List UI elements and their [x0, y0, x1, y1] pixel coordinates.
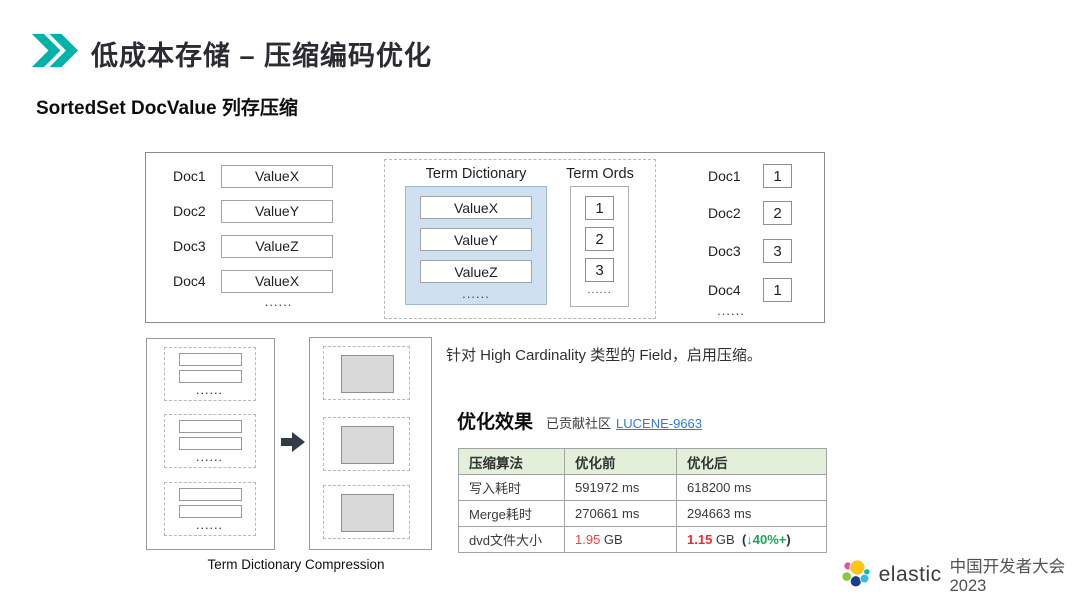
term-ords-panel: 1 2 3 ...... [570, 186, 629, 307]
compressed-rect [341, 494, 394, 532]
compressed-block [323, 417, 410, 471]
table-row: 写入耗时 591972 ms 618200 ms [458, 474, 827, 501]
doc-label: Doc3 [708, 243, 741, 259]
before-cell: 591972 ms [564, 474, 677, 501]
ellipsis-dots: ...... [587, 284, 612, 296]
doc-value-row: Doc1 ValueX [173, 164, 333, 188]
compressed-panel [309, 337, 432, 550]
value-box: ValueZ [221, 234, 333, 258]
doc-label: Doc1 [708, 168, 741, 184]
ellipsis-dots: ...... [264, 294, 293, 309]
metric-cell: 写入耗时 [458, 474, 565, 501]
ellipsis-dots: ...... [196, 453, 224, 463]
right-arrow-icon [281, 432, 305, 452]
doc-label: Doc4 [173, 273, 206, 289]
ellipsis-dots: ...... [196, 521, 224, 531]
dictionary-block: ...... [164, 414, 256, 468]
term-rect [179, 420, 242, 433]
term-rect [179, 488, 242, 501]
dictionary-value-box: ValueX [420, 196, 532, 219]
double-chevron-icon [31, 33, 78, 68]
delta-paren-open: ( [734, 532, 747, 547]
dictionary-value-box: ValueZ [420, 260, 532, 283]
metric-cell: dvd文件大小 [458, 526, 565, 553]
term-dictionary-panel: ValueX ValueY ValueZ ...... [405, 186, 547, 305]
value-box: ValueX [221, 164, 333, 188]
doc-ord-row: Doc2 2 [708, 201, 792, 225]
table-row: dvd文件大小 1.95 GB 1.15 GB (↓40%+) [458, 526, 827, 553]
after-size-unit: GB [712, 532, 735, 547]
doc-value-row: Doc2 ValueY [173, 199, 333, 223]
term-rect [179, 437, 242, 450]
ord-box: 2 [585, 227, 614, 251]
term-dictionary-container: Term Dictionary Term Ords ValueX ValueY … [384, 159, 656, 319]
dictionary-block: ...... [164, 347, 256, 401]
section-subtitle: SortedSet DocValue 列存压缩 [36, 98, 298, 119]
ord-box: 1 [585, 196, 614, 220]
value-box: ValueX [221, 269, 333, 293]
doc-label: Doc2 [173, 203, 206, 219]
doc-ord-row: Doc1 1 [708, 164, 792, 188]
compressed-block [323, 346, 410, 400]
term-dictionary-label: Term Dictionary [425, 166, 527, 182]
header-before: 优化前 [564, 448, 677, 475]
after-cell: 618200 ms [676, 474, 827, 501]
doc-ord-row: Doc4 1 [708, 278, 792, 302]
delta-paren-close: ) [786, 532, 791, 547]
before-cell: 270661 ms [564, 500, 677, 527]
compressed-rect [341, 355, 394, 393]
compressed-block [323, 485, 410, 539]
ellipsis-dots: ...... [717, 303, 745, 318]
header-after: 优化后 [676, 448, 827, 475]
after-cell: 294663 ms [676, 500, 827, 527]
dictionary-value-box: ValueY [420, 228, 532, 251]
delta-value: ↓40%+ [746, 532, 787, 547]
ord-box: 3 [585, 258, 614, 282]
value-box: ValueY [221, 199, 333, 223]
ord-box: 1 [763, 164, 792, 188]
doc-label: Doc4 [708, 282, 741, 298]
compressed-rect [341, 426, 394, 464]
cardinality-note: 针对 High Cardinality 类型的 Field，启用压缩。 [446, 347, 762, 364]
results-heading-row: 优化效果 已贡献社区 LUCENE-9663 [457, 407, 702, 434]
docvalue-encoding-diagram: Doc1 ValueX Doc2 ValueY Doc3 ValueZ Doc4… [145, 152, 825, 323]
doc-label: Doc3 [173, 238, 206, 254]
ord-box: 3 [763, 239, 792, 263]
brand-wordmark: elastic [878, 562, 942, 586]
ellipsis-dots: ...... [196, 386, 224, 396]
table-row: Merge耗时 270661 ms 294663 ms [458, 500, 827, 527]
ord-box: 2 [763, 201, 792, 225]
doc-label: Doc2 [708, 205, 741, 221]
results-table: 压缩算法 优化前 优化后 写入耗时 591972 ms 618200 ms Me… [458, 448, 827, 553]
term-ords-label: Term Ords [566, 166, 634, 182]
doc-label: Doc1 [173, 168, 206, 184]
doc-value-row: Doc3 ValueZ [173, 234, 333, 258]
page-title: 低成本存储 – 压缩编码优化 [91, 41, 433, 71]
doc-value-row: Doc4 ValueX [173, 269, 333, 293]
footer-brand-bar: elastic 中国开发者大会 2023 [840, 553, 1080, 596]
figure-caption: Term Dictionary Compression [207, 557, 385, 572]
after-size-value: 1.15 [687, 532, 713, 547]
before-cell: 1.95 GB [564, 526, 677, 553]
ellipsis-dots: ...... [462, 286, 490, 301]
metric-cell: Merge耗时 [458, 500, 565, 527]
ord-box: 1 [763, 278, 792, 302]
elastic-logo-icon [841, 559, 871, 587]
lucene-issue-link[interactable]: LUCENE-9663 [616, 416, 703, 431]
before-size-value: 1.95 [575, 532, 601, 547]
before-size-unit: GB [600, 532, 623, 547]
term-rect [179, 370, 242, 383]
term-rect [179, 505, 242, 518]
results-heading: 优化效果 [457, 412, 534, 433]
after-cell: 1.15 GB (↓40%+) [676, 526, 827, 553]
table-header-row: 压缩算法 优化前 优化后 [458, 448, 827, 475]
term-rect [179, 353, 242, 366]
dictionary-block: ...... [164, 482, 256, 536]
doc-ord-row: Doc3 3 [708, 239, 792, 263]
event-name: 中国开发者大会 2023 [949, 558, 1066, 595]
contribution-text: 已贡献社区 [546, 416, 612, 431]
header-algorithm: 压缩算法 [458, 448, 565, 475]
uncompressed-panel: ...... ...... ...... [146, 338, 275, 550]
